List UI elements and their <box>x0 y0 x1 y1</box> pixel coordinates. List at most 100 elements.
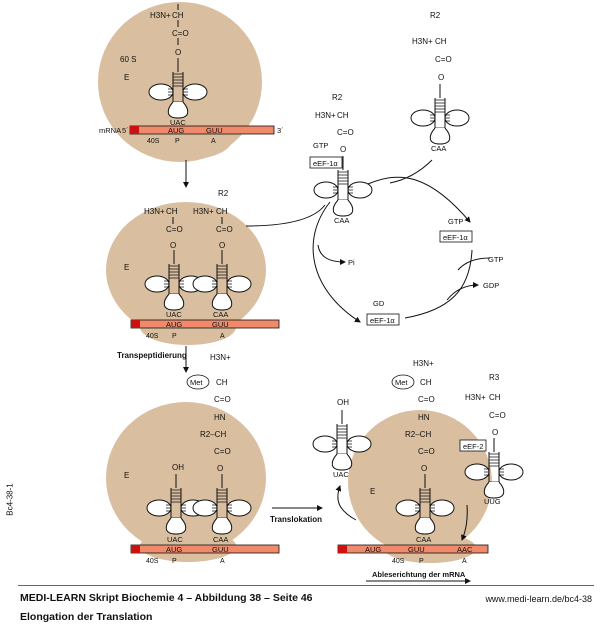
label-transpeptidierung: Transpeptidierung <box>117 351 187 360</box>
label-mrna: mRNA <box>99 126 121 135</box>
label-ch: CH <box>420 378 432 387</box>
cycle-gtp-2: GTP <box>448 217 463 226</box>
trna-incoming <box>410 83 470 145</box>
label-co-2: C=O <box>214 447 231 456</box>
cycle-gtp-1: GTP <box>313 141 328 150</box>
cycle-gtp-in: GTP <box>488 255 503 264</box>
label-h3n: H3N+ <box>210 353 231 362</box>
label-e-site: E <box>370 487 375 496</box>
label-r2: R2 <box>218 189 229 198</box>
anticodon-uac: UAC <box>166 310 182 319</box>
label-p-site: P <box>172 558 177 565</box>
cycle-eef1a-2: eEF-1α <box>443 233 468 242</box>
incoming-uug: UUG <box>484 497 501 506</box>
codon-aug: AUG <box>168 126 184 135</box>
label-h3n: H3N+ <box>413 359 434 368</box>
label-o: O <box>170 241 176 250</box>
incoming-ch: CH <box>435 37 447 46</box>
released-oh: OH <box>337 398 349 407</box>
incoming-co: C=O <box>489 411 506 420</box>
eef1a-cycle: R2 H3N+ CH C=O O GTP eEF-1α CAA R2 H3N+ … <box>245 11 503 326</box>
cycle-caa-1: CAA <box>334 216 349 225</box>
mrna-cap <box>130 126 139 134</box>
footer-url[interactable]: www.medi-learn.de/bc4-38 <box>485 594 592 604</box>
released-uac: UAC <box>333 470 349 479</box>
eef1a-box-2 <box>439 230 473 243</box>
cycle-pi: Pi <box>348 258 355 267</box>
incoming-co: C=O <box>435 55 452 64</box>
label-h3n: H3N+ <box>144 207 165 216</box>
cycle-o: O <box>340 145 346 154</box>
cycle-co: C=O <box>337 128 354 137</box>
panel-transpeptidation: E H3N+ Met CH C=O HN R2–CH C=O O OH UAC … <box>106 353 280 565</box>
cycle-eef1a-3: eEF-1α <box>370 316 395 325</box>
label-o: O <box>217 464 223 473</box>
label-co: C=O <box>166 225 183 234</box>
label-co: C=O <box>172 29 189 38</box>
ribosome-large-subunit <box>348 410 492 554</box>
codon-guu: GUU <box>212 545 229 554</box>
label-ch: CH <box>172 11 184 20</box>
label-a-site: A <box>220 333 225 340</box>
codon-guu: GUU <box>212 320 229 329</box>
mrna-cap <box>131 545 140 553</box>
label-a-site: A <box>211 138 216 145</box>
label-ch: CH <box>216 378 228 387</box>
label-met: Met <box>190 378 203 387</box>
cycle-h3n: H3N+ <box>315 111 336 120</box>
label-hn: HN <box>214 413 226 422</box>
label-o-2: O <box>219 241 225 250</box>
label-oh: OH <box>172 463 184 472</box>
figure-code: Bc4-38-1 <box>5 483 15 516</box>
label-co: C=O <box>214 395 231 404</box>
label-5prime: 5´ <box>122 126 129 135</box>
label-a-site: A <box>462 558 467 565</box>
incoming-h3n: H3N+ <box>412 37 433 46</box>
footer-title: MEDI-LEARN Skript Biochemie 4 – Abbildun… <box>20 592 313 604</box>
label-40s: 40S <box>146 558 159 565</box>
mrna-strand <box>130 544 280 554</box>
label-40s: 40S <box>392 558 405 565</box>
label-40s: 40S <box>147 138 160 145</box>
label-o: O <box>175 48 181 57</box>
eef1a-box-3 <box>366 313 400 326</box>
label-eef2: eEF-2 <box>463 442 483 451</box>
elongation-diagram: 60 S E H3N+ CH C=O O UAC mRNA 5´ 3´ AUG … <box>98 2 524 584</box>
mrna-strand <box>129 125 275 135</box>
mrna-strand <box>130 319 280 329</box>
eef1a-box-1 <box>309 156 343 169</box>
anticodon-caa: CAA <box>213 310 228 319</box>
label-e-site: E <box>124 73 129 82</box>
label-translokation: Translokation <box>270 515 322 524</box>
ribosome-large-subunit <box>98 2 262 162</box>
label-met: Met <box>395 378 408 387</box>
label-40s: 40S <box>146 333 159 340</box>
label-hn: HN <box>418 413 430 422</box>
incoming-r2: R2 <box>430 11 441 20</box>
panel-initial: 60 S E H3N+ CH C=O O UAC mRNA 5´ 3´ AUG … <box>98 2 284 162</box>
mrna-cap <box>338 545 347 553</box>
label-p-site: P <box>419 558 424 565</box>
mrna-cap <box>131 320 140 328</box>
incoming-ch: CH <box>489 393 501 402</box>
anticodon-uac: UAC <box>170 118 186 127</box>
label-h3n: H3N+ <box>150 11 171 20</box>
cycle-r2: R2 <box>332 93 343 102</box>
label-r2-ch: R2–CH <box>405 430 431 439</box>
label-ch-2: CH <box>216 207 228 216</box>
label-e-site: E <box>124 471 129 480</box>
anticodon-caa: CAA <box>213 535 228 544</box>
panel-translocated: E OH UAC H3N+ Met CH C=O HN R2–CH C=O O … <box>312 359 524 584</box>
cycle-gdp: GDP <box>483 281 499 290</box>
incoming-r3: R3 <box>489 373 500 382</box>
label-p-site: P <box>172 333 177 340</box>
label-60s: 60 S <box>120 55 136 64</box>
cycle-ch: CH <box>337 111 349 120</box>
panel-binding: E H3N+ CH H3N+ CH R2 C=O C=O O O UAC CAA… <box>106 189 280 345</box>
label-3prime: 3´ <box>277 126 284 135</box>
footer-rule <box>18 585 594 586</box>
anticodon-caa: CAA <box>416 535 431 544</box>
label-ableserichtung: Ableserichtung der mRNA <box>372 570 466 579</box>
codon-aac: AAC <box>457 545 473 554</box>
label-co-2: C=O <box>418 447 435 456</box>
